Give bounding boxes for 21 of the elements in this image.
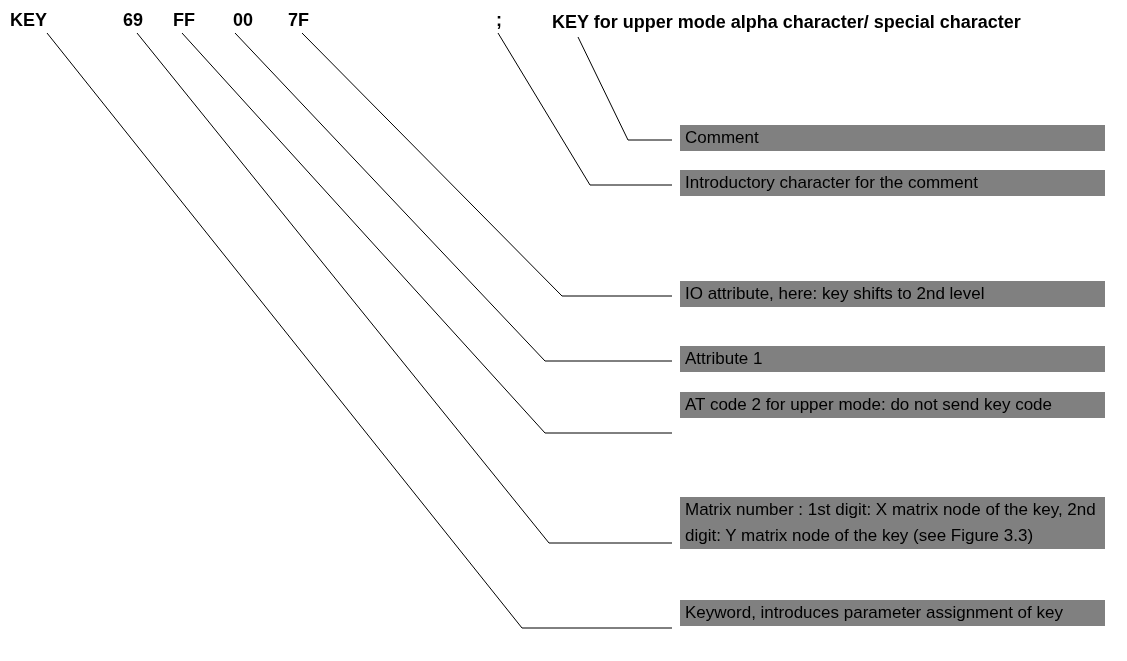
leader-line <box>234 32 673 362</box>
leader-line <box>46 32 673 629</box>
leader-line <box>136 32 673 544</box>
description-box: Keyword, introduces parameter assignment of key <box>680 600 1105 626</box>
leader-line <box>497 32 673 186</box>
comment-text: KEY for upper mode alpha character/ special character <box>552 10 1021 34</box>
code-token: FF <box>173 10 195 30</box>
description-box: Attribute 1 <box>680 346 1105 372</box>
code-token: 7F <box>288 10 309 30</box>
leader-line <box>577 36 673 141</box>
description-box: Introductory character for the comment <box>680 170 1105 196</box>
code-token: KEY <box>10 10 47 30</box>
code-token: 69 <box>123 10 144 30</box>
description-box: Matrix number : 1st digit: X matrix node of the key, 2nd digit: Y matrix node of the key (see Figure 3.3) <box>680 497 1105 549</box>
leader-line <box>301 32 673 297</box>
code-token: ; <box>496 10 502 30</box>
leader-line <box>181 32 673 434</box>
description-box: AT code 2 for upper mode: do not send key code <box>680 392 1105 418</box>
description-box: IO attribute, here: key shifts to 2nd level <box>680 281 1105 307</box>
description-box: Comment <box>680 125 1105 151</box>
code-token: 00 <box>233 10 254 30</box>
